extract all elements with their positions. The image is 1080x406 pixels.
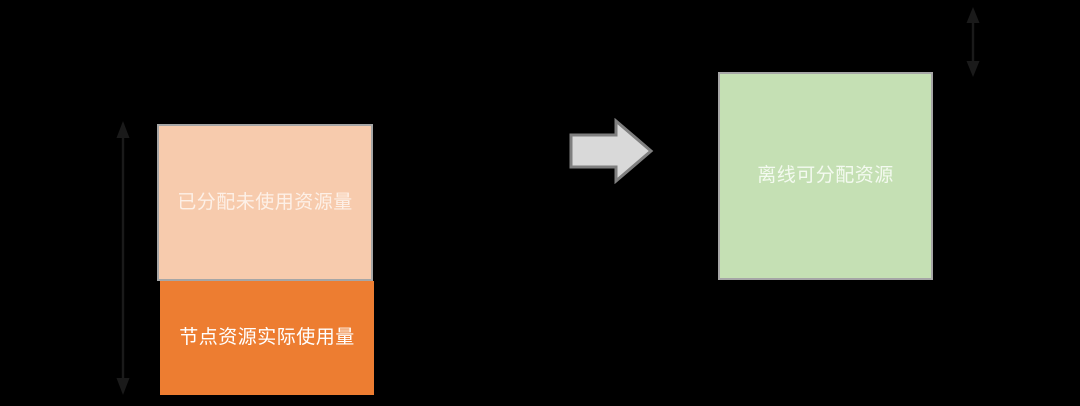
segment-offline-allocatable-label: 离线可分配资源 bbox=[757, 165, 894, 187]
transform-arrow bbox=[569, 118, 654, 184]
segment-actual-usage-label: 节点资源实际使用量 bbox=[179, 327, 355, 349]
segment-actual-usage: 节点资源实际使用量 bbox=[160, 281, 374, 395]
segment-allocated-unused: 已分配未使用资源量 bbox=[157, 124, 373, 281]
total-capacity-dimension-arrow bbox=[116, 121, 130, 395]
segment-offline-allocatable: 离线可分配资源 bbox=[718, 72, 933, 280]
segment-allocated-unused-label: 已分配未使用资源量 bbox=[177, 191, 353, 213]
offline-headroom-dimension-arrow bbox=[966, 7, 980, 77]
